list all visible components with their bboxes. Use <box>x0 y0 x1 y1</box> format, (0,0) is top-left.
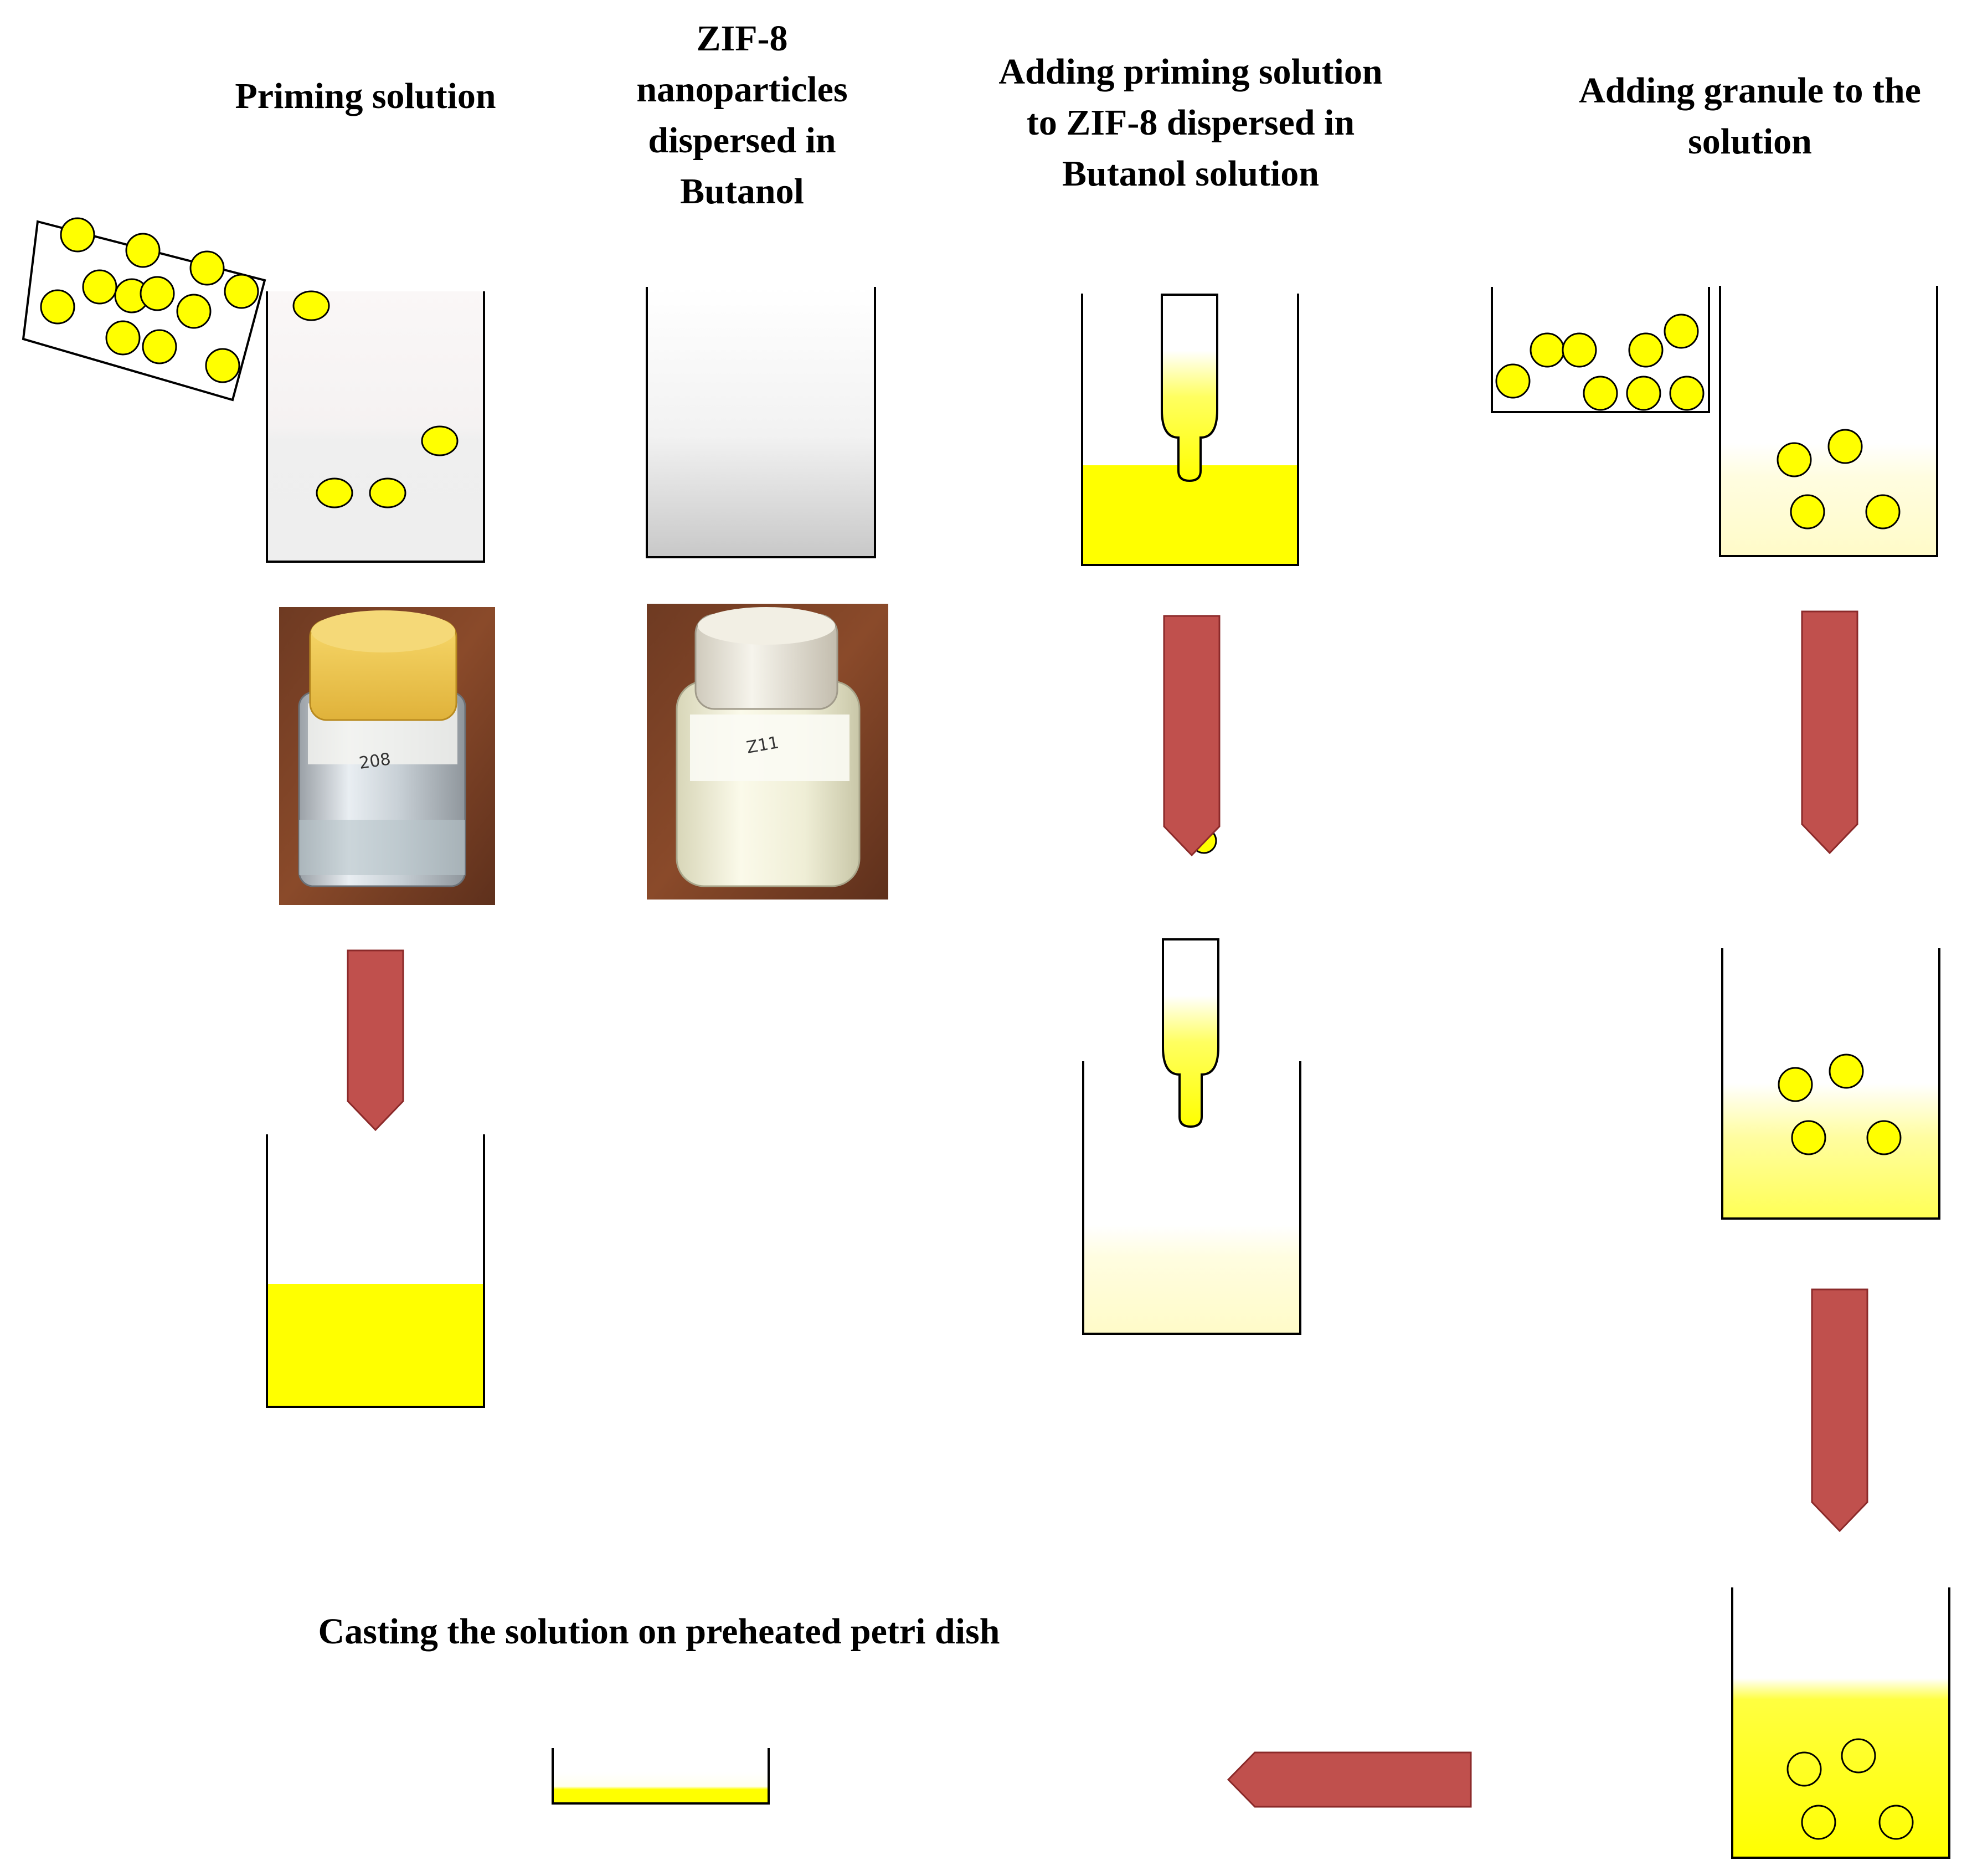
beaker-priming <box>266 290 485 563</box>
granule <box>60 217 95 253</box>
label-line: ZIF-8 <box>696 18 788 59</box>
photo-priming-vial: 208 <box>279 607 495 905</box>
granule <box>1562 332 1597 368</box>
granule <box>140 276 175 311</box>
arrow-down <box>1801 610 1858 855</box>
label-line: solution <box>1688 121 1812 162</box>
granule <box>1669 376 1705 411</box>
label-line: to ZIF-8 dispersed in <box>1026 102 1355 143</box>
granule <box>1801 1805 1836 1840</box>
arrow-down <box>347 949 404 1132</box>
granule <box>1866 1120 1902 1155</box>
label-line: Casting the solution on preheated petri … <box>318 1611 1000 1652</box>
label-line: Butanol <box>680 171 804 212</box>
label-zif8-dispersion: ZIF-8 nanoparticles dispersed in Butanol <box>576 13 908 217</box>
granule <box>1878 1805 1914 1840</box>
granule <box>142 329 177 364</box>
beaker-pale-yellow <box>1082 1061 1301 1335</box>
granule <box>1626 376 1661 411</box>
granule <box>1829 1053 1864 1089</box>
label-casting: Casting the solution on preheated petri … <box>244 1606 1074 1657</box>
pipette <box>1161 294 1218 482</box>
pipette <box>1162 938 1219 1128</box>
label-adding-granule: Adding granule to the solution <box>1528 65 1971 167</box>
granule <box>1628 332 1664 368</box>
label-priming-solution: Priming solution <box>210 71 521 122</box>
arrow-down <box>1811 1288 1868 1533</box>
granule <box>1583 376 1618 411</box>
granule <box>1495 363 1531 399</box>
label-line: Adding priming solution <box>998 52 1383 92</box>
beaker-adding-priming <box>1081 294 1299 566</box>
granule <box>82 269 117 305</box>
beaker-priming-yellow <box>266 1134 485 1408</box>
granule <box>1530 332 1565 368</box>
granule-tray-tilted <box>22 217 266 402</box>
beaker-granule-1 <box>1719 286 1938 557</box>
granule <box>1786 1751 1822 1787</box>
beaker-granule-2 <box>1721 948 1940 1220</box>
granule <box>224 274 259 309</box>
label-line: Priming solution <box>235 76 496 116</box>
petri-dish <box>552 1748 770 1805</box>
granule <box>369 477 406 508</box>
vial-label-text: 208 <box>358 749 392 773</box>
label-line: Adding granule to the <box>1579 70 1921 111</box>
arrow-down <box>1163 615 1221 857</box>
photo-zif8-vial: Z11 <box>647 604 888 900</box>
granule <box>1841 1738 1876 1774</box>
beaker-granule-3 <box>1731 1587 1950 1859</box>
arrow-left <box>1227 1751 1472 1808</box>
granule <box>189 250 225 286</box>
beaker-zif8 <box>646 287 876 558</box>
granule <box>421 425 459 456</box>
granule <box>1791 1120 1826 1155</box>
granule <box>1790 494 1825 530</box>
granule <box>316 477 353 508</box>
label-line: nanoparticles <box>636 69 848 110</box>
granule <box>1827 429 1863 464</box>
granule <box>1865 494 1901 530</box>
label-line: Butanol solution <box>1062 153 1319 194</box>
granule <box>176 294 212 329</box>
label-adding-priming: Adding priming solution to ZIF-8 dispers… <box>941 47 1440 199</box>
granule <box>1664 313 1699 349</box>
granule <box>105 320 141 356</box>
granule-tray <box>1491 287 1710 413</box>
granule <box>1777 442 1812 477</box>
granule <box>40 289 75 325</box>
granule <box>292 290 330 321</box>
granule <box>205 348 240 383</box>
granule-group <box>40 217 259 383</box>
granule <box>125 233 161 268</box>
label-line: dispersed in <box>648 120 836 161</box>
granule <box>1778 1067 1813 1102</box>
